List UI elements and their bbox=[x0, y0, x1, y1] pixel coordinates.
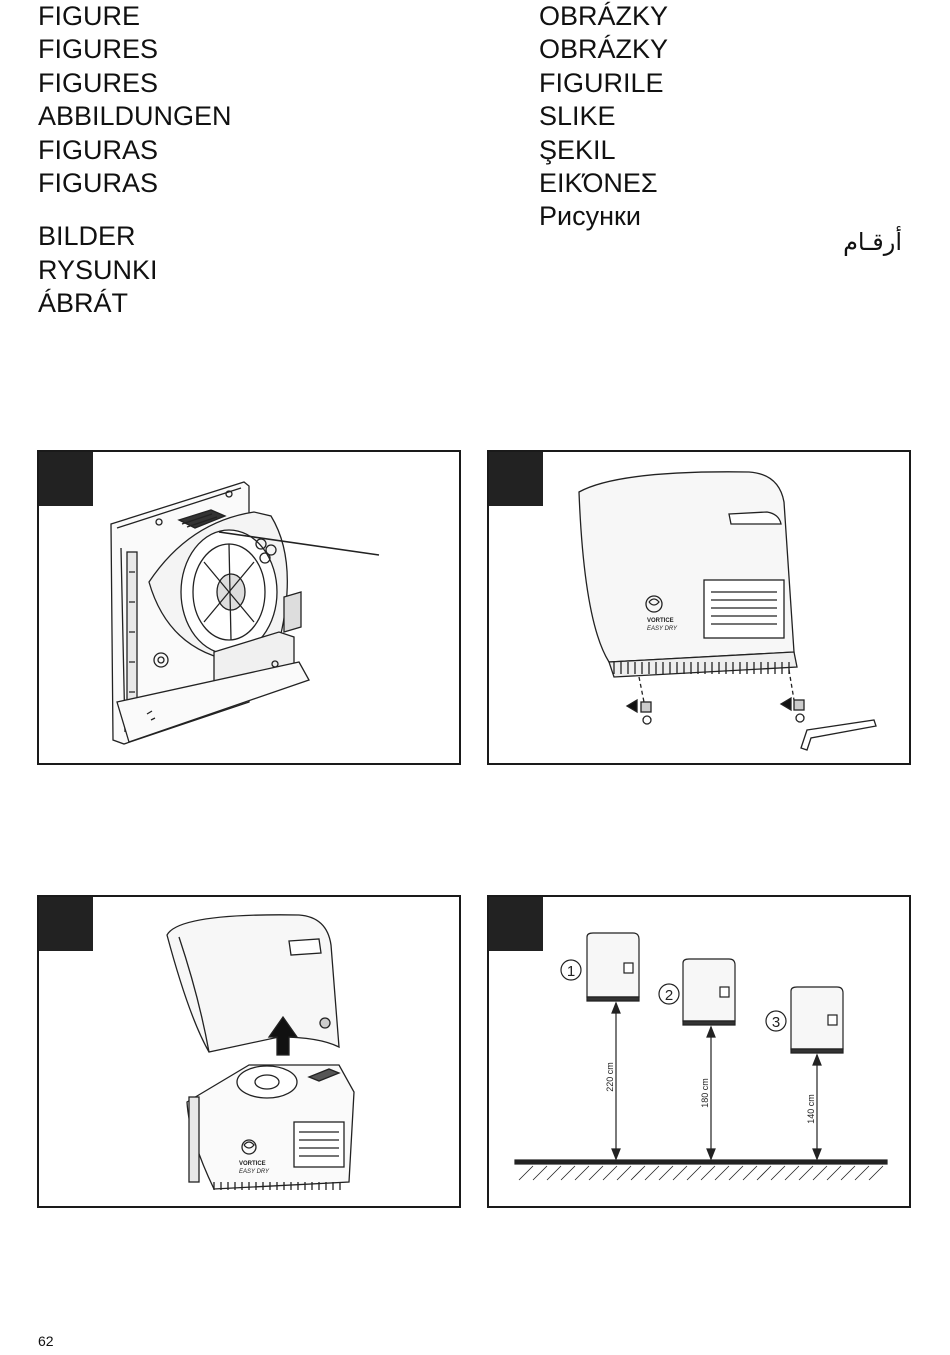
cover-lift-illustration: VORTICE EASY DRY bbox=[39, 897, 463, 1210]
figure-3-panel: VORTICE EASY DRY bbox=[37, 895, 461, 1208]
position-number: 2 bbox=[665, 987, 673, 1004]
brand-label: VORTICE bbox=[647, 618, 674, 624]
page-number: 62 bbox=[38, 1333, 54, 1349]
position-number: 3 bbox=[772, 1014, 780, 1031]
heading-word: FIGURES bbox=[38, 67, 232, 100]
heading-arabic: أرقـام bbox=[843, 228, 902, 257]
heading-word: SLIKE bbox=[539, 100, 668, 133]
cover-removal-illustration: VORTICE EASY DRY bbox=[489, 452, 913, 767]
heading-word: BILDER bbox=[38, 220, 232, 253]
height-label: 220 cm bbox=[605, 1062, 615, 1092]
heading-word: FIGURAS bbox=[38, 134, 232, 167]
figure-2-panel: VORTICE EASY DRY bbox=[487, 450, 911, 765]
height-label: 140 cm bbox=[806, 1094, 816, 1124]
heading-word: ABBILDUNGEN bbox=[38, 100, 232, 133]
headings-right: OBRÁZKY OBRÁZKY FIGURILE SLIKE ŞEKIL ΕΙΚ… bbox=[539, 0, 668, 234]
heading-word: ÁBRÁT bbox=[38, 287, 232, 320]
mounting-heights-illustration: 1 2 3 220 cm 180 cm 140 cm bbox=[489, 897, 913, 1210]
heading-word: RYSUNKI bbox=[38, 254, 232, 287]
height-label: 180 cm bbox=[700, 1078, 710, 1108]
heading-word: FIGURILE bbox=[539, 67, 668, 100]
heading-word: FIGURAS bbox=[38, 167, 232, 200]
model-label: EASY DRY bbox=[239, 1169, 270, 1175]
heading-word: FIGURE bbox=[38, 0, 232, 33]
heading-word: OBRÁZKY bbox=[539, 0, 668, 33]
position-number: 1 bbox=[567, 963, 575, 980]
heading-word: OBRÁZKY bbox=[539, 33, 668, 66]
headings-left: FIGURE FIGURES FIGURES ABBILDUNGEN FIGUR… bbox=[38, 0, 232, 321]
heading-word: FIGURES bbox=[38, 33, 232, 66]
heading-word: ΕΙΚΌΝΕΣ bbox=[539, 167, 668, 200]
model-label: EASY DRY bbox=[647, 626, 678, 632]
figure-1-panel bbox=[37, 450, 461, 765]
heading-word: Рисунки bbox=[539, 200, 668, 233]
heading-word: ŞEKIL bbox=[539, 134, 668, 167]
figure-4-panel: 1 2 3 220 cm 180 cm 140 cm bbox=[487, 895, 911, 1208]
brand-label: VORTICE bbox=[239, 1161, 266, 1167]
fan-unit-illustration bbox=[39, 452, 463, 767]
